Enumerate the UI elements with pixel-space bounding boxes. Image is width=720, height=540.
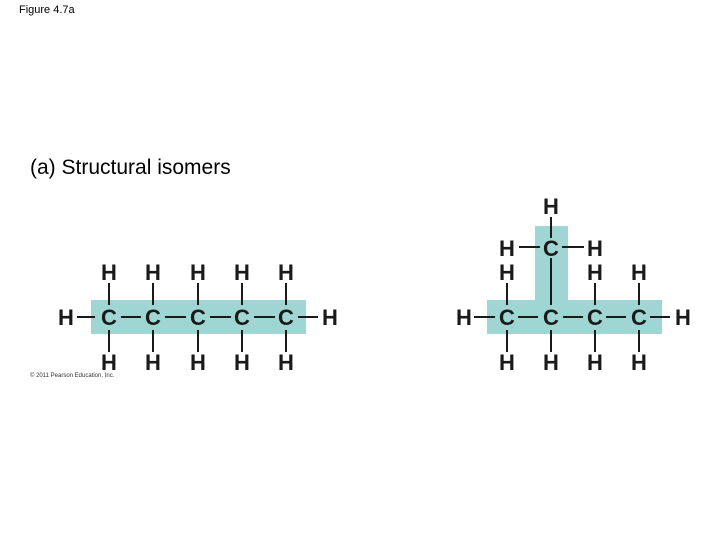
hydrogen-atom: H [587,260,603,285]
hydrogen-atom: H [499,260,515,285]
hydrogen-atom: H [58,305,74,330]
diagram-heading: (a) Structural isomers [30,156,231,179]
branched-bonds [474,217,670,352]
carbon-atom: C [101,305,117,330]
hydrogen-atom: H [101,260,117,285]
carbon-atom: C [543,305,559,330]
figure-label: Figure 4.7a [19,4,75,16]
hydrogen-atom: H [101,350,117,375]
hydrogen-atom: H [322,305,338,330]
carbon-atom: C [543,236,559,261]
copyright-notice: © 2011 Pearson Education, Inc. [30,373,115,379]
hydrogen-atom: H [278,260,294,285]
hydrogen-atom: H [543,350,559,375]
hydrogen-atom: H [587,350,603,375]
hydrogen-atom: H [631,350,647,375]
carbon-atom: C [499,305,515,330]
hydrogen-atom: H [456,305,472,330]
hydrogen-atom: H [499,236,515,261]
hydrogen-atom: H [499,350,515,375]
hydrogen-atom: H [278,350,294,375]
hydrogen-atom: H [234,350,250,375]
carbon-atom: C [278,305,294,330]
carbon-atom: C [190,305,206,330]
hydrogen-atom: H [234,260,250,285]
carbon-atom: C [145,305,161,330]
hydrogen-atom: H [190,350,206,375]
carbon-atom: C [631,305,647,330]
vertical-bonds [108,283,287,352]
carbon-atom: C [587,305,603,330]
carbon-atom: C [234,305,250,330]
hydrogen-atom: H [145,350,161,375]
branched-molecule: H H C H H H H H C C C C H H H H H [456,194,691,375]
hydrogen-atom: H [675,305,691,330]
hydrogen-atom: H [543,194,559,219]
hydrogen-atom: H [190,260,206,285]
hydrogen-atom: H [145,260,161,285]
hydrogen-atom: H [631,260,647,285]
hydrogen-atom: H [587,236,603,261]
straight-chain-molecule: H H H H H H C C C C C H H H H H H [58,260,338,375]
